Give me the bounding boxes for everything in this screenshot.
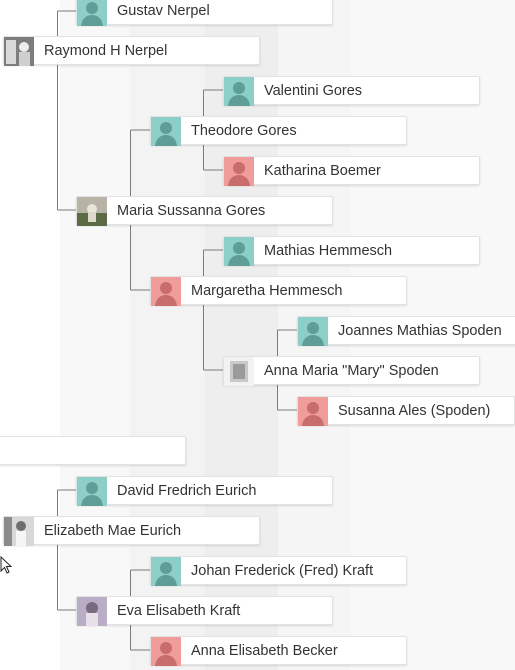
male-silhouette-icon xyxy=(224,77,254,106)
female-silhouette-icon xyxy=(224,157,254,186)
person-name: David Fredrich Eurich xyxy=(117,483,257,499)
male-silhouette-icon xyxy=(77,477,107,506)
person-photo xyxy=(4,37,34,66)
person-name: Anna Maria "Mary" Spoden xyxy=(264,363,439,379)
person-name: Anna Elisabeth Becker xyxy=(191,643,338,659)
person-card-theodore[interactable]: Theodore Gores xyxy=(150,116,407,146)
person-card-mathias[interactable]: Mathias Hemmesch xyxy=(223,236,480,266)
female-silhouette-icon xyxy=(151,637,181,666)
person-name: Gustav Nerpel xyxy=(117,3,210,19)
person-name: Valentini Gores xyxy=(264,83,363,99)
person-card-valentini[interactable]: Valentini Gores xyxy=(223,76,480,106)
mouse-cursor-icon xyxy=(0,556,12,574)
person-card-annaelisabeth[interactable]: Anna Elisabeth Becker xyxy=(150,636,407,666)
person-name: Mathias Hemmesch xyxy=(264,243,393,259)
female-silhouette-icon xyxy=(298,397,328,426)
person-card-gustav[interactable]: Gustav Nerpel xyxy=(76,0,333,26)
person-card-johan[interactable]: Johan Frederick (Fred) Kraft xyxy=(150,556,407,586)
generation-band xyxy=(0,0,60,670)
male-silhouette-icon xyxy=(151,117,181,146)
person-card-susanna[interactable]: Susanna Ales (Spoden) xyxy=(297,396,515,426)
person-card-raymond[interactable]: Raymond H Nerpel xyxy=(3,36,260,66)
person-photo xyxy=(4,517,34,546)
person-card-elizabeth[interactable]: Elizabeth Mae Eurich xyxy=(3,516,260,546)
person-card-maria[interactable]: Maria Sussanna Gores xyxy=(76,196,333,226)
generation-band xyxy=(60,0,130,670)
person-name: Joannes Mathias Spoden xyxy=(338,323,502,339)
person-name: Eva Elisabeth Kraft xyxy=(117,603,241,619)
male-silhouette-icon xyxy=(77,0,107,26)
person-photo xyxy=(224,357,254,386)
person-card-joannes[interactable]: Joannes Mathias Spoden xyxy=(297,316,515,346)
person-name: Elizabeth Mae Eurich xyxy=(44,523,182,539)
male-silhouette-icon xyxy=(151,557,181,586)
person-name: Katharina Boemer xyxy=(264,163,381,179)
person-card-katharina[interactable]: Katharina Boemer xyxy=(223,156,480,186)
person-card-eva[interactable]: Eva Elisabeth Kraft xyxy=(76,596,333,626)
person-card-margaretha[interactable]: Margaretha Hemmesch xyxy=(150,276,407,306)
male-silhouette-icon xyxy=(224,237,254,266)
person-photo xyxy=(77,197,107,226)
person-name: Raymond H Nerpel xyxy=(44,43,168,59)
person-photo xyxy=(77,597,107,626)
male-silhouette-icon xyxy=(298,317,328,346)
person-name: Johan Frederick (Fred) Kraft xyxy=(191,563,374,579)
empty-person-card[interactable] xyxy=(0,436,186,465)
person-name: Susanna Ales (Spoden) xyxy=(338,403,491,419)
person-card-david[interactable]: David Fredrich Eurich xyxy=(76,476,333,506)
person-name: Margaretha Hemmesch xyxy=(191,283,343,299)
person-name: Maria Sussanna Gores xyxy=(117,203,266,219)
person-card-annamaria[interactable]: Anna Maria "Mary" Spoden xyxy=(223,356,480,386)
female-silhouette-icon xyxy=(151,277,181,306)
person-name: Theodore Gores xyxy=(191,123,297,139)
